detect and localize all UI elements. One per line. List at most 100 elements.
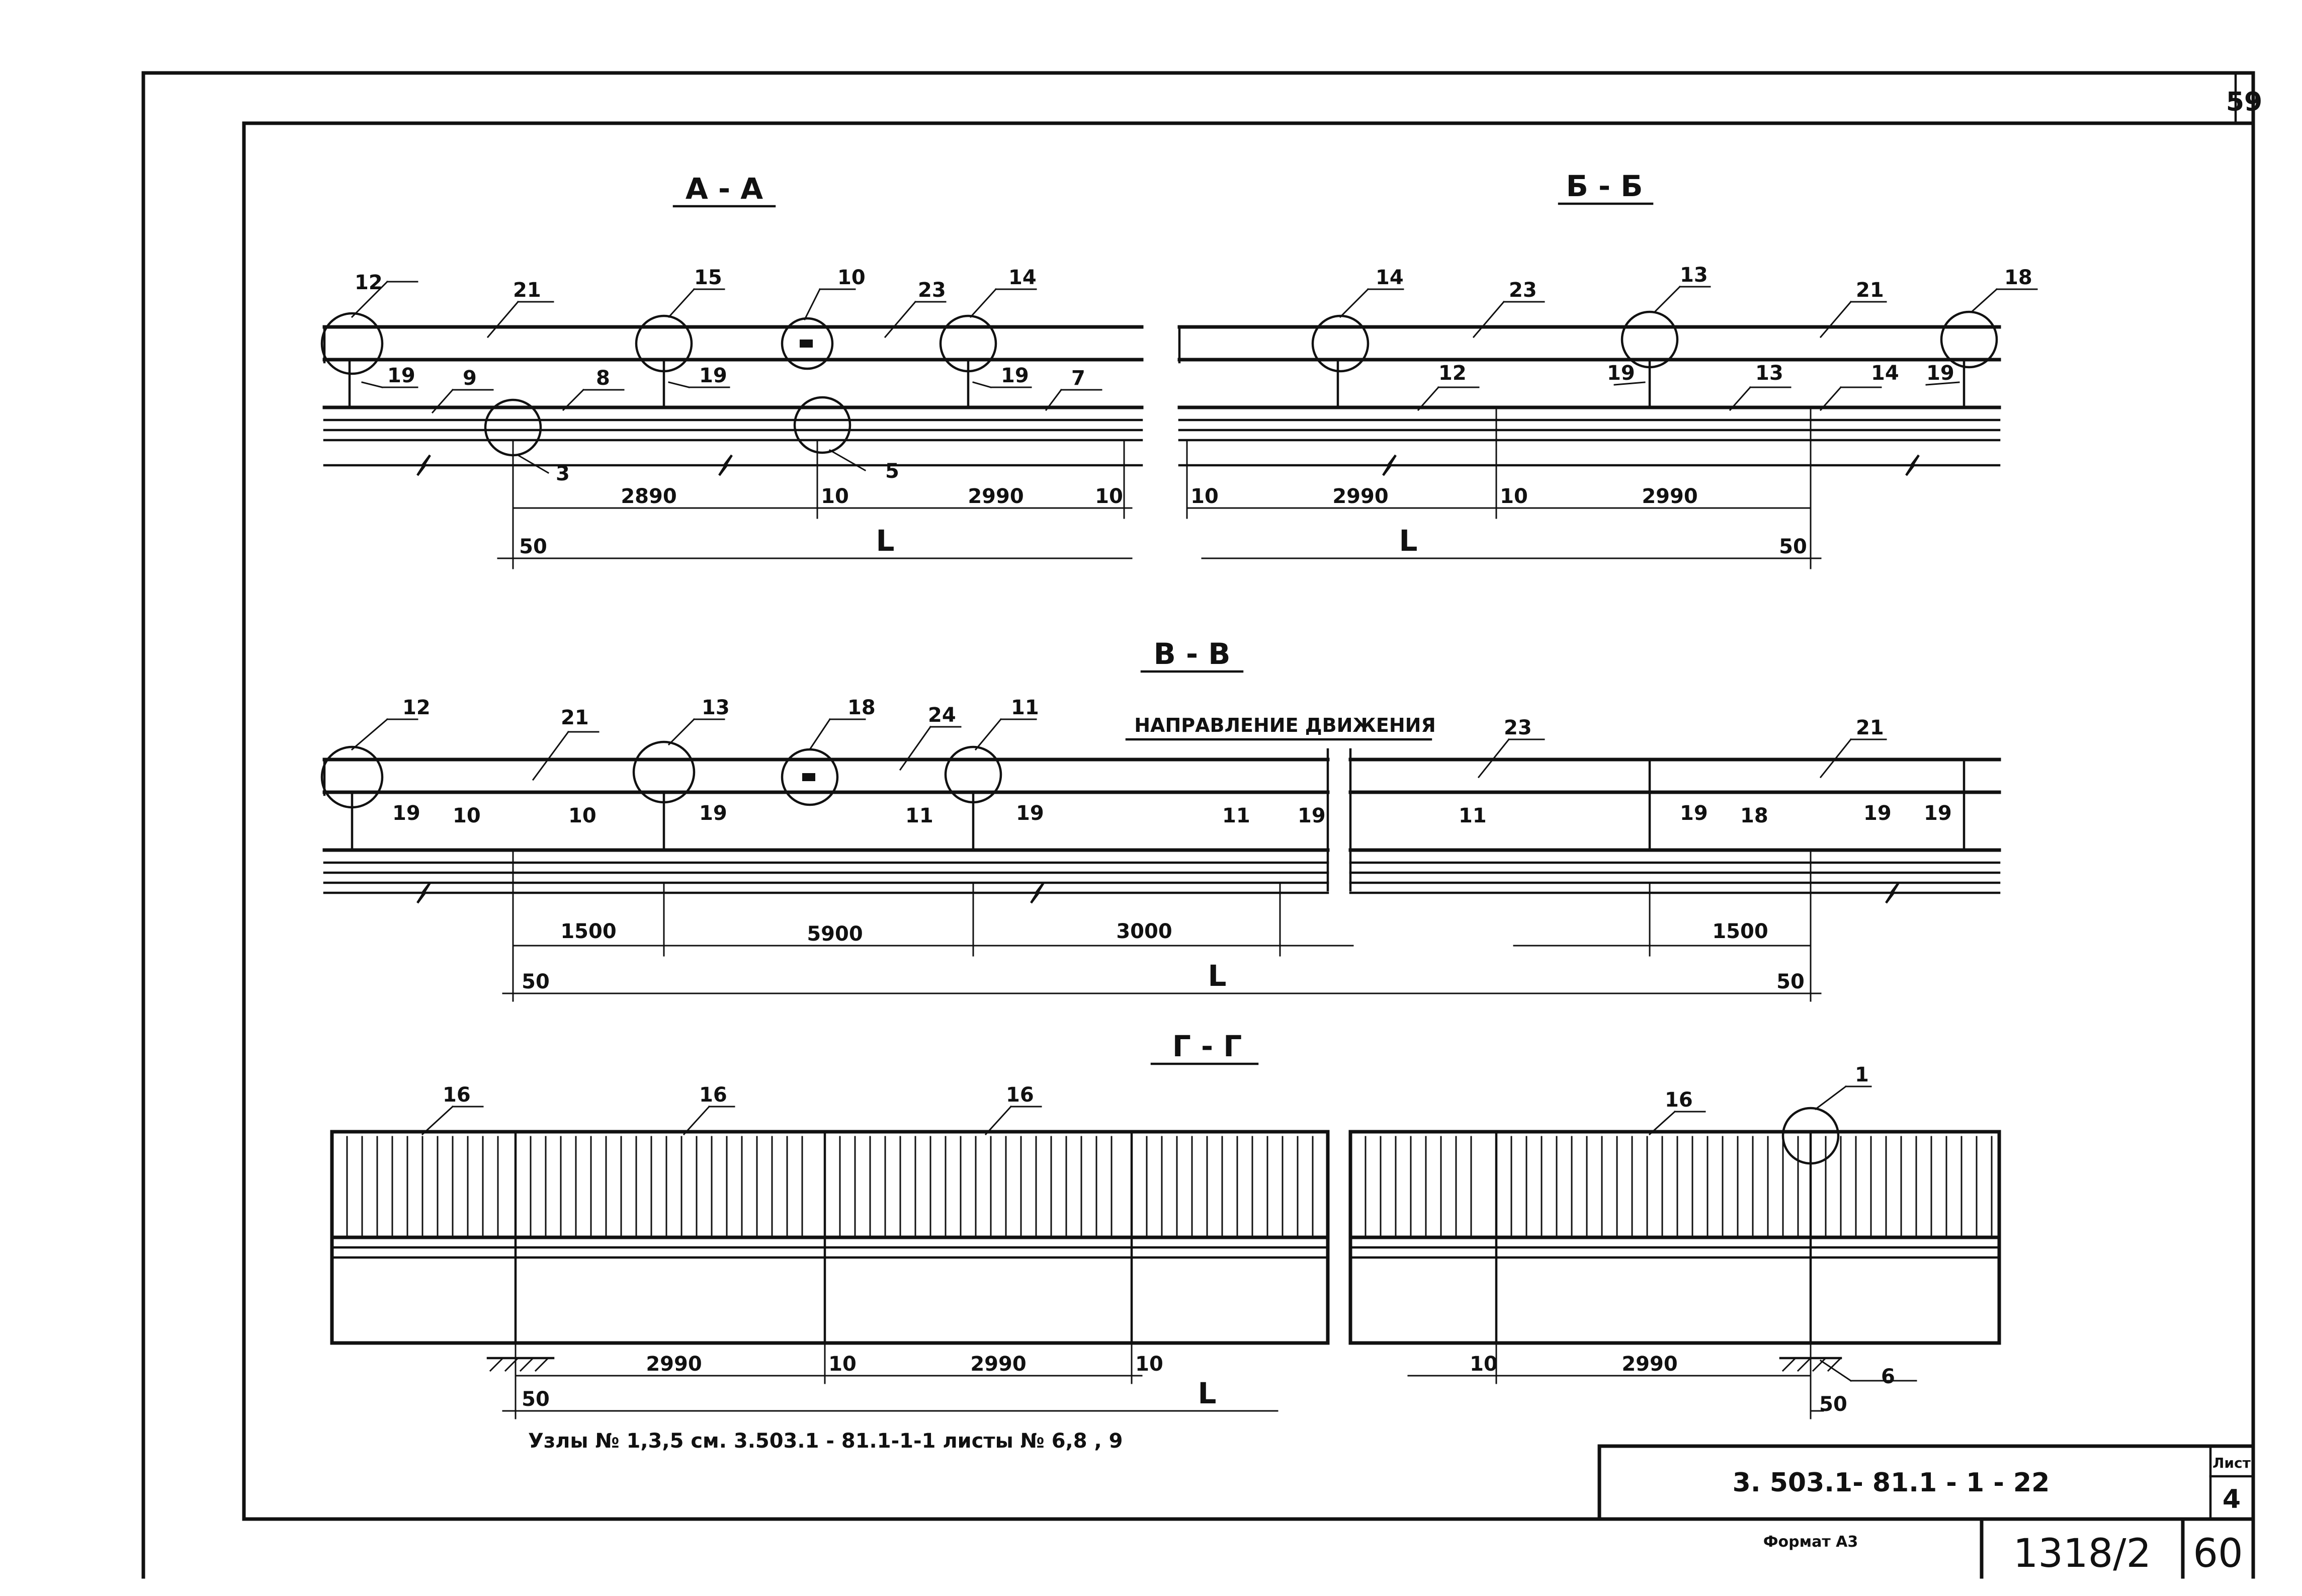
dim-10b: 10 [1500,485,1528,508]
label-16b: 16 [699,1083,727,1107]
label-6: 6 [1881,1365,1895,1388]
dim-2990: 2990 [968,485,1024,508]
label-19b: 19 [699,802,727,825]
dim-10a: 10 [821,485,849,508]
dim-2890: 2890 [621,485,676,508]
dim-50a: 50 [522,970,550,993]
label-23: 23 [1509,279,1537,302]
label-18b: 18 [1740,804,1768,827]
dim-2990b: 2990 [1642,485,1697,508]
label-16d: 16 [1665,1088,1693,1112]
label-12: 12 [355,271,383,294]
sheet-label: Лист [2212,1455,2251,1471]
dim-10b: 10 [1135,1353,1163,1376]
label-16c: 16 [1006,1083,1034,1107]
direction-label: НАПРАВЛЕНИЕ ДВИЖЕНИЯ [1134,714,1436,736]
format-label: Формат А3 [1763,1533,1858,1551]
dim-10b: 10 [1095,485,1123,508]
nodes-note: Узлы № 1,3,5 см. 3.503.1 - 81.1-1-1 лист… [528,1430,1123,1453]
label-12: 12 [402,696,431,719]
dim-L: L [1399,524,1418,558]
section-aa-title: А - А [686,172,763,206]
label-12: 12 [1438,362,1467,385]
section-aa: А - А [320,172,1144,569]
label-14: 14 [1008,266,1037,289]
label-24: 24 [928,704,956,727]
label-19a: 19 [387,364,415,387]
label-19c: 19 [1001,364,1029,387]
dim-3000: 3000 [1116,920,1172,943]
label-9: 9 [463,367,477,390]
label-18a: 18 [847,696,876,719]
label-19b: 19 [699,364,727,387]
label-16a: 16 [443,1083,471,1107]
label-23: 23 [918,279,946,302]
label-10: 10 [837,266,866,289]
label-13a: 13 [1680,264,1708,287]
section-bb: Б - Б 14 23 13 21 18 [1177,169,2038,569]
archive-number: 1318/2 [2013,1531,2151,1576]
dim-2990b: 2990 [970,1353,1026,1376]
dim-50b: 50 [1776,970,1805,993]
dim-L: L [1208,959,1227,993]
label-5: 5 [885,460,899,483]
label-13: 13 [702,696,730,719]
label-19d: 19 [1298,804,1326,827]
balusters [346,1136,1993,1236]
sheet-frame [141,71,2255,1579]
dim-5900: 5900 [807,922,863,946]
label-19g: 19 [1924,802,1952,825]
corner-number: 59 [2226,87,2262,117]
dim-2990a: 2990 [646,1353,702,1376]
label-18: 18 [2004,266,2032,289]
label-15: 15 [694,266,722,289]
label-21: 21 [1856,279,1884,302]
label-11b: 11 [905,804,933,827]
dim-1500a: 1500 [560,920,616,943]
dim-L: L [1198,1376,1217,1410]
dim-2990c: 2990 [1622,1353,1677,1376]
label-14a: 14 [1376,266,1404,289]
label-14b: 14 [1871,362,1899,385]
section-gg-title: Г - Г [1172,1029,1242,1063]
dim-10a: 10 [828,1353,857,1376]
label-10b: 10 [568,804,596,827]
label-21: 21 [513,279,541,302]
label-19b: 19 [1926,362,1954,385]
dim-10a: 10 [1190,485,1219,508]
title-block [1597,1444,2255,1579]
dim-2990a: 2990 [1332,485,1388,508]
dim-50: 50 [519,535,547,558]
doc-code: 3. 503.1- 81.1 - 1 - 22 [1733,1468,2050,1498]
label-21a: 21 [561,706,589,729]
section-bb-title: Б - Б [1566,169,1643,203]
dim-L: L [876,524,895,558]
dim-10c: 10 [1470,1353,1498,1376]
label-23: 23 [1504,716,1532,739]
dim-50a: 50 [522,1388,550,1411]
label-10a: 10 [453,804,481,827]
section-vv-title: В - В [1154,637,1231,671]
dim-50: 50 [1779,535,1807,558]
label-19c: 19 [1016,802,1044,825]
label-19f: 19 [1863,802,1892,825]
dim-50b: 50 [1819,1393,1847,1416]
label-11a: 11 [1011,696,1039,719]
label-19a: 19 [1607,362,1635,385]
label-19e: 19 [1680,802,1708,825]
label-19a: 19 [392,802,420,825]
label-11c: 11 [1222,804,1250,827]
dim-1500b: 1500 [1712,920,1768,943]
page-number: 60 [2193,1531,2243,1576]
label-1: 1 [1855,1063,1869,1086]
section-gg: Г - Г [330,1029,2001,1419]
label-8: 8 [596,367,610,390]
label-7: 7 [1071,367,1085,390]
label-11d: 11 [1459,804,1487,827]
label-13b: 13 [1755,362,1783,385]
label-3: 3 [556,462,570,485]
label-21b: 21 [1856,716,1884,739]
sheet-number: 4 [2223,1484,2241,1515]
section-vv: В - В НАПРАВЛЕНИЕ ДВИЖЕНИЯ [320,637,2001,1002]
